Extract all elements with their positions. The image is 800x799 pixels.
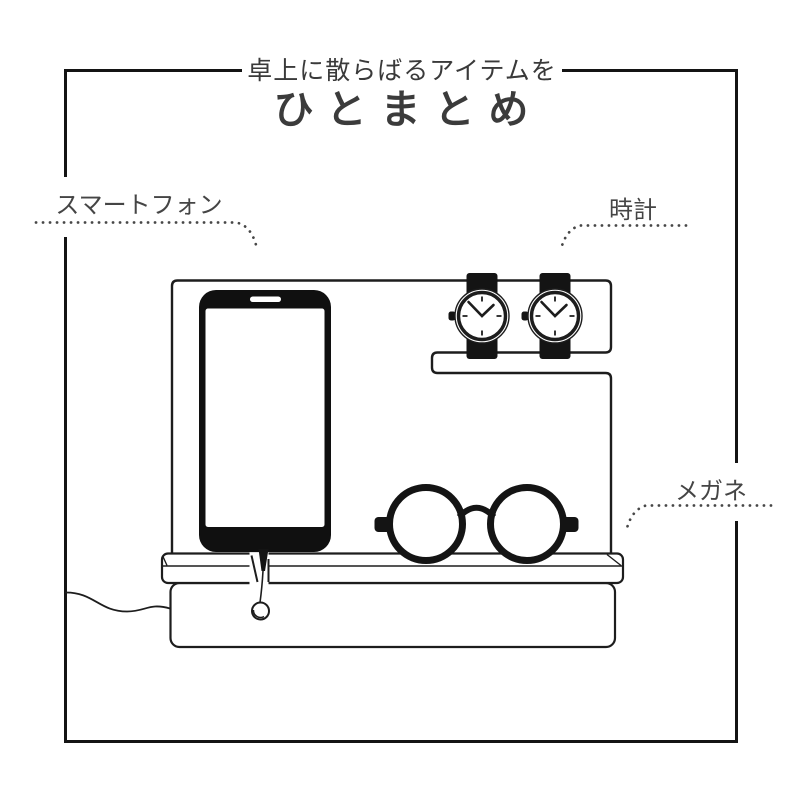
- callout-label-glasses: メガネ: [642, 463, 780, 521]
- callout-label-watch: 時計: [580, 184, 686, 226]
- poster-main-title: ひとまとめ: [273, 87, 543, 133]
- poster-subtitle: 卓上に散らばるアイテムを: [242, 56, 562, 86]
- border-frame: [64, 69, 738, 743]
- callout-label-smartphone: スマートフォン: [32, 177, 246, 237]
